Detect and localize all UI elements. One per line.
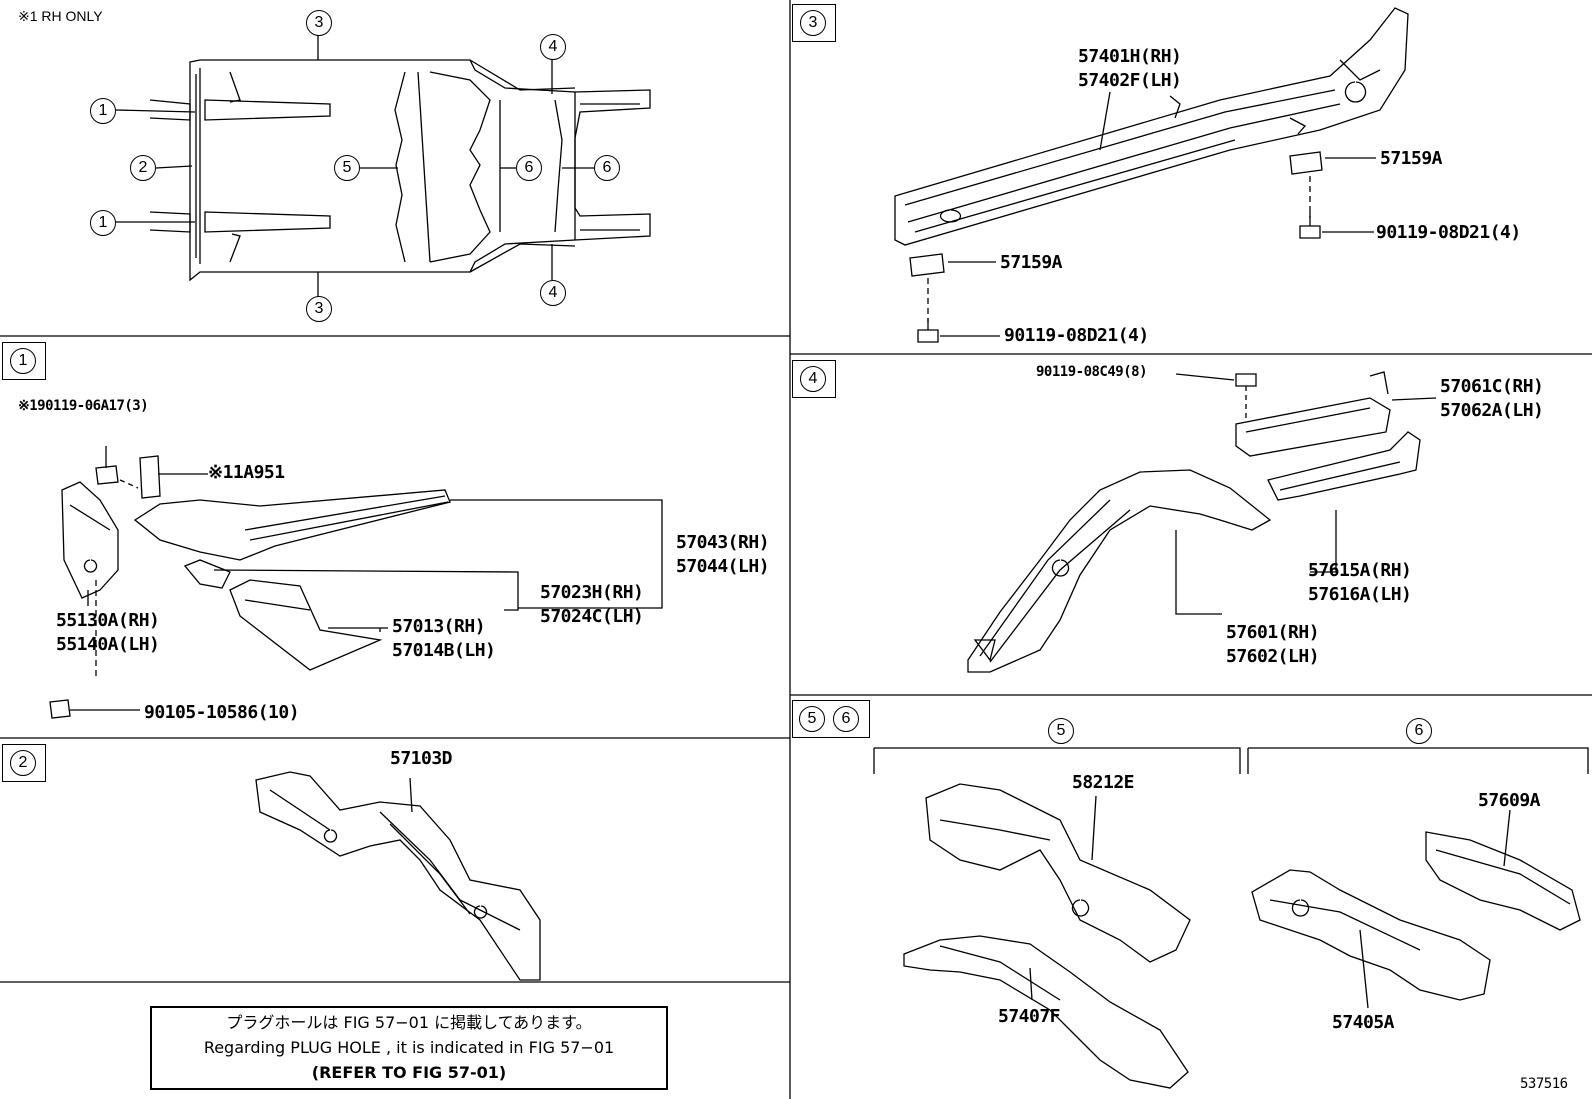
panel-6-number: 6 <box>833 706 859 732</box>
rear-member-drawing <box>967 371 1437 673</box>
panel-4-tag: 4 <box>792 360 836 398</box>
label-57407f: 57407F <box>998 1006 1061 1027</box>
plug-hole-note: プラグホールは FIG 57−01 に掲載してあります。 Regarding P… <box>150 1006 668 1090</box>
label-57024c: 57024C(LH) <box>540 606 644 627</box>
label-55130a: 55130A(RH) <box>56 610 160 631</box>
panel-2-number: 2 <box>10 750 36 776</box>
cross-member-drawing <box>255 771 541 981</box>
panel-3-tag: 3 <box>792 4 836 42</box>
label-57103d: 57103D <box>390 748 453 769</box>
label-57615a: 57615A(RH) <box>1308 560 1412 581</box>
label-57159a-upper: 57159A <box>1380 148 1443 169</box>
note-japanese: プラグホールは FIG 57−01 に掲載してあります。 <box>226 1013 592 1032</box>
overview-callout-5: 5 <box>334 155 360 181</box>
label-bolt-90119-06a17: ※190119-06A17(3) <box>18 398 149 414</box>
front-members-drawing <box>49 446 663 719</box>
overview-callout-3-bottom: 3 <box>306 296 332 322</box>
label-57061c: 57061C(RH) <box>1440 376 1544 397</box>
panel-1-tag: 1 <box>2 342 46 380</box>
rh-only-note: ※1 RH ONLY <box>18 8 103 24</box>
note-english: Regarding PLUG HOLE , it is indicated in… <box>203 1038 615 1057</box>
overview-callout-1-bottom: 1 <box>90 210 116 236</box>
label-57401h: 57401H(RH) <box>1078 46 1182 67</box>
label-55140a: 55140A(LH) <box>56 634 160 655</box>
label-bolt-90105-10586: 90105-10586(10) <box>144 702 300 723</box>
diagram-id: 537516 <box>1520 1076 1568 1092</box>
overview-callout-4-bottom: 4 <box>540 280 566 306</box>
group-6-header: 6 <box>1406 718 1432 744</box>
overview-callout-3-top: 3 <box>306 10 332 36</box>
label-bolt-90119-08d21-lower: 90119-08D21(4) <box>1004 325 1149 346</box>
panel-5-number: 5 <box>799 706 825 732</box>
group-5-header: 5 <box>1048 718 1074 744</box>
label-57023h: 57023H(RH) <box>540 582 644 603</box>
overview-callout-1-top: 1 <box>90 98 116 124</box>
overview-callout-2: 2 <box>130 155 156 181</box>
label-57013: 57013(RH) <box>392 616 486 637</box>
overview-callout-6-inner: 6 <box>516 155 542 181</box>
panel-1-number: 1 <box>10 348 36 374</box>
label-57609a: 57609A <box>1478 790 1541 811</box>
panel-2-tag: 2 <box>2 744 46 782</box>
panel-4-number: 4 <box>800 366 826 392</box>
underbody-overview-outline <box>115 34 651 298</box>
panel-3-number: 3 <box>800 10 826 36</box>
label-bolt-90119-08c49: 90119-08C49(8) <box>1036 364 1148 380</box>
overview-callout-4-top: 4 <box>540 34 566 60</box>
label-57159a-lower: 57159A <box>1000 252 1063 273</box>
label-bolt-90119-08d21-upper: 90119-08D21(4) <box>1376 222 1521 243</box>
label-57602: 57602(LH) <box>1226 646 1320 667</box>
label-58212e: 58212E <box>1072 772 1135 793</box>
rocker-sill-drawing <box>894 7 1409 343</box>
label-1a951: ※11A951 <box>208 462 285 483</box>
panel-56-tag: 5 6 <box>792 700 870 738</box>
overview-callout-6-outer: 6 <box>594 155 620 181</box>
label-57014b: 57014B(LH) <box>392 640 496 661</box>
label-57044: 57044(LH) <box>676 556 770 577</box>
label-57405a: 57405A <box>1332 1012 1395 1033</box>
floor-parts-drawing <box>873 747 1589 1089</box>
label-57043: 57043(RH) <box>676 532 770 553</box>
note-reference: (REFER TO FIG 57-01) <box>311 1063 507 1082</box>
label-57062a: 57062A(LH) <box>1440 400 1544 421</box>
label-57616a: 57616A(LH) <box>1308 584 1412 605</box>
label-57402f: 57402F(LH) <box>1078 70 1182 91</box>
label-57601: 57601(RH) <box>1226 622 1320 643</box>
